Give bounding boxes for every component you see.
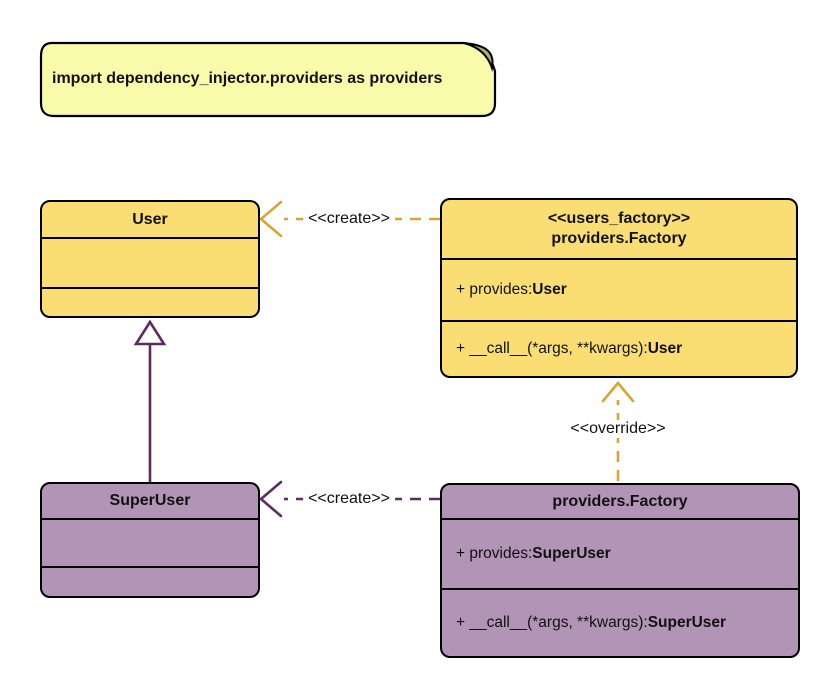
attribute-text: + provides: bbox=[456, 545, 533, 562]
note-text: import dependency_injector.providers as … bbox=[52, 70, 443, 87]
class-super-factory-methods: + __call__(*args, **kwargs): SuperUser bbox=[442, 590, 798, 656]
inheritance-arrow bbox=[133, 319, 167, 482]
class-stereotype: <<users_factory>> bbox=[547, 210, 691, 227]
attribute-text: + provides: bbox=[456, 281, 533, 298]
class-super-user: SuperUser bbox=[40, 482, 260, 598]
class-user: User bbox=[40, 200, 260, 318]
class-user-methods bbox=[42, 289, 258, 316]
class-users-factory-title: <<users_factory>> providers.Factory bbox=[442, 200, 796, 260]
class-super-user-methods bbox=[42, 568, 258, 596]
class-users-factory-attributes: + provides: User bbox=[442, 260, 796, 322]
method-return-type: SuperUser bbox=[647, 614, 727, 631]
note: import dependency_injector.providers as … bbox=[38, 40, 502, 120]
create-user-label: <<create>> bbox=[303, 210, 395, 228]
class-users-factory-methods: + __call__(*args, **kwargs): User bbox=[442, 322, 796, 376]
note-fold-icon bbox=[463, 42, 494, 72]
class-name: providers.Factory bbox=[552, 492, 688, 510]
class-users-factory: <<users_factory>> providers.Factory + pr… bbox=[440, 198, 798, 378]
method-return-type: User bbox=[647, 340, 683, 357]
create-super-user-label: <<create>> bbox=[303, 490, 395, 508]
attribute-type: User bbox=[532, 281, 567, 298]
class-super-factory-attributes: + provides: SuperUser bbox=[442, 520, 798, 590]
class-super-factory: providers.Factory + provides: SuperUser … bbox=[440, 483, 800, 658]
class-name: providers.Factory bbox=[551, 230, 687, 247]
method-text: + __call__(*args, **kwargs): bbox=[456, 340, 648, 357]
class-user-title: User bbox=[42, 202, 258, 239]
attribute-type: SuperUser bbox=[532, 545, 611, 562]
method-text: + __call__(*args, **kwargs): bbox=[456, 614, 648, 631]
class-super-user-title: SuperUser bbox=[42, 484, 258, 520]
override-label: <<override>> bbox=[565, 420, 671, 438]
class-super-factory-title: providers.Factory bbox=[442, 485, 798, 520]
class-super-user-attributes bbox=[42, 520, 258, 568]
class-user-attributes bbox=[42, 239, 258, 289]
class-name: User bbox=[132, 210, 168, 228]
class-name: SuperUser bbox=[109, 492, 191, 509]
